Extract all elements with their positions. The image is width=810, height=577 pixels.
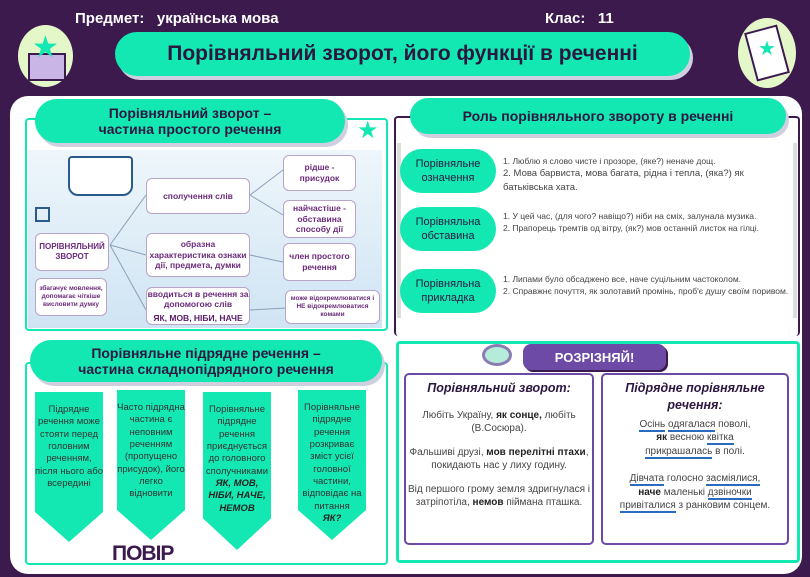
column-title: Підрядне порівняльне речення: — [625, 381, 765, 412]
open-book-icon — [68, 156, 133, 196]
text-fragment: любіть (В.Сосюра). — [471, 409, 576, 435]
card-text: Підрядне речення може стояти перед голов… — [35, 404, 103, 490]
example: Фальшиві друзі, мов перелітні птахи, пок… — [406, 446, 592, 473]
example: 2. Справжнє почуття, як золотавий промін… — [503, 286, 789, 297]
text-fragment: Осінь — [639, 418, 666, 432]
diagram-commas: може відокремлюватися і НЕ відокремлюват… — [285, 290, 380, 324]
info-card: Порівняльне підрядне речення розкриває з… — [298, 390, 366, 540]
example: Дівчата голосно засміялися, наче маленькі… — [603, 472, 787, 514]
diagram-connectors — [109, 169, 287, 311]
magnifier-icon — [482, 344, 512, 366]
text-fragment: одягалася — [667, 418, 716, 432]
diagram-adverbial: найчастіше - обставина способу дії — [283, 200, 356, 238]
heading-line-2: частина простого речення — [98, 121, 282, 137]
example: 1. Люблю я слово чисте і прозоре, (яке?)… — [503, 156, 716, 166]
card-text: Порівняльне підрядне речення приєднуєтьс… — [205, 404, 269, 477]
card-bold: ЯК? — [322, 513, 342, 525]
simple-sentence-heading: Порівняльний зворот –частина простого ре… — [35, 99, 345, 143]
role-heading: Роль порівняльного звороту в реченні — [410, 98, 786, 134]
text-fragment: піймана пташка. — [503, 497, 583, 509]
text-fragment: голосно — [666, 473, 704, 485]
clipboard-illustration-icon: ★ — [738, 18, 796, 88]
role-adverbial: Порівняльна обставина — [400, 207, 496, 251]
diagram-introduced-text: вводиться в речення за допомогою слів — [147, 288, 249, 310]
text-fragment: , покидають нас у лиху годину. — [431, 446, 589, 472]
checkbox-square-icon — [35, 207, 50, 222]
heading-line-2: частина складнопідрядного речення — [78, 361, 334, 377]
text-fragment: Дівчата — [629, 473, 665, 487]
example: 2. Прапорець тремтів од вітру, (як?) мов… — [503, 223, 760, 234]
text-fragment: прикрашалась — [645, 445, 713, 459]
diagram-conjunctions: ЯК, МОВ, НІБИ, НАЧЕ — [153, 312, 243, 323]
class-value: 11 — [597, 10, 614, 27]
subject-label: Предмет: — [75, 10, 145, 27]
diagram-member: член простого речення — [283, 243, 356, 281]
role-adverbial-examples: 1. У цей час, (для чого? навіщо?) ніби н… — [503, 210, 793, 235]
card-text: Часто підрядна частина є неповним реченн… — [117, 402, 185, 500]
text-fragment: наче — [638, 486, 661, 498]
text-fragment: квітка — [707, 432, 734, 446]
heading-line-1: Порівняльне підрядне речення – — [91, 345, 321, 361]
subordinate-clause-column: Підрядне порівняльне речення: Осінь одяг… — [601, 373, 789, 545]
star-mascot-icon: ★ — [357, 117, 379, 144]
role-panel-inner — [397, 143, 797, 318]
heading-line-1: Порівняльний зворот – — [108, 105, 272, 121]
diagram-characteristic: образна характеристика ознаки дії, предм… — [146, 233, 250, 277]
text-fragment: мов перелітні птахи — [486, 446, 586, 458]
info-card: Порівняльне підрядне речення приєднуєтьс… — [203, 392, 271, 550]
text-fragment: привіталися — [619, 500, 676, 514]
text-fragment: Фальшиві друзі, — [409, 446, 487, 458]
diagram-note: збагачує мовлення, допомагає чіткіше вис… — [35, 278, 107, 316]
column-title: Порівняльний зворот: — [427, 381, 571, 395]
diagram-word-combination: сполучення слів — [146, 178, 250, 214]
example: 1. Липами було обсаджено все, наче суціл… — [503, 274, 742, 284]
diagram-root: ПОРІВНЯЛЬНИЙ ЗВОРОТ — [35, 233, 109, 271]
distinguish-panel — [396, 341, 800, 563]
info-card: Підрядне речення може стояти перед голов… — [35, 392, 103, 542]
page-title: Порівняльний зворот, його функції в рече… — [115, 32, 690, 76]
concept-diagram: ПОРІВНЯЛЬНИЙ ЗВОРОТ збагачує мовлення, д… — [28, 150, 382, 328]
text-fragment: засміялися, — [706, 473, 761, 487]
text-fragment: маленькі — [663, 486, 705, 498]
class-label: Клас: — [545, 10, 586, 27]
text-fragment: дзвіночки — [707, 486, 752, 500]
example: 1. У цей час, (для чого? навіщо?) ніби н… — [503, 211, 757, 221]
star-books-illustration-icon: ★ — [18, 25, 73, 87]
text-fragment: Від першого грому земля здригнулася і за… — [408, 483, 590, 509]
subject-value: українська мова — [156, 10, 279, 27]
role-apposition: Порівняльна прикладка — [400, 269, 496, 313]
diagram-predicate: рідше - присудок — [283, 155, 356, 191]
text-fragment: немов — [472, 497, 504, 509]
role-attribute: Порівняльне означення — [400, 149, 496, 193]
role-attribute-examples: 1. Люблю я слово чисте і прозоре, (яке?)… — [503, 155, 793, 195]
info-card: Часто підрядна частина є неповним реченн… — [117, 390, 185, 540]
example: 2. Мова барвиста, мова багата, рідна і т… — [503, 168, 744, 194]
comparative-phrase-column: Порівняльний зворот: Любіть Україну, як … — [404, 373, 594, 545]
povir-logo: ПОВІР — [112, 542, 174, 565]
example: Любіть Україну, як сонце, любіть (В.Сосю… — [406, 409, 592, 436]
card-bold: ЯК, МОВ, НІБИ, НАЧЕ, НЕМОВ — [208, 478, 266, 514]
distinguish-badge: РОЗРІЗНЯЙ! — [523, 344, 666, 370]
text-fragment: в полі. — [715, 445, 745, 457]
card-text: Порівняльне підрядне речення розкриває з… — [302, 402, 362, 512]
role-apposition-examples: 1. Липами було обсаджено все, наче суціл… — [503, 273, 793, 298]
complex-sentence-heading: Порівняльне підрядне речення –частина ск… — [30, 340, 382, 382]
text-fragment: як — [656, 432, 668, 444]
text-fragment: Любіть Україну, — [422, 409, 497, 421]
text-fragment: з ранковим сонцем. — [678, 500, 771, 512]
subject-line: Предмет: українська мова — [75, 10, 279, 27]
text-fragment: поволі, — [718, 418, 751, 430]
text-fragment: як сонце, — [496, 409, 542, 421]
class-line: Клас: 11 — [545, 10, 614, 27]
example: Від першого грому земля здригнулася і за… — [406, 483, 592, 510]
text-fragment: весною — [669, 432, 705, 444]
